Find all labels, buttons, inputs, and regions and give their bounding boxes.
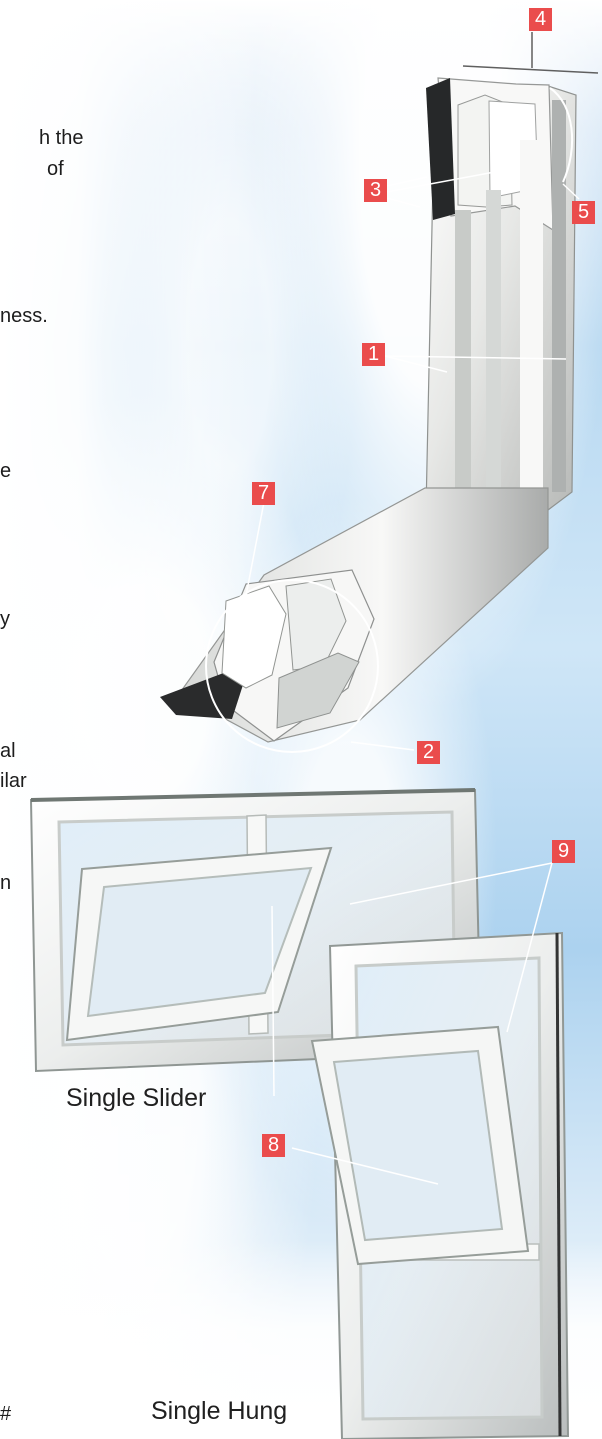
- callout-line-7: [243, 501, 265, 607]
- dimension-line: [462, 65, 599, 74]
- callout-line-9: [349, 862, 553, 905]
- callout-badge-5: 5: [572, 201, 595, 224]
- callout-line-3: [386, 170, 501, 193]
- partial-text-line: of: [47, 158, 64, 180]
- single-slider-caption: Single Slider: [66, 1084, 207, 1112]
- callout-line-8: [291, 1147, 439, 1185]
- callout-badge-9: 9: [552, 840, 575, 863]
- callout-line-9: [506, 862, 553, 1033]
- profile-channel: [486, 190, 501, 531]
- callout-line-2: [350, 741, 415, 751]
- lower-chamber: [276, 652, 360, 729]
- callout-badge-2: 2: [417, 741, 440, 764]
- lower-detail-circle: [205, 579, 379, 753]
- callout-badge-8: 8: [262, 1134, 285, 1157]
- profile-channel: [455, 210, 471, 528]
- single-hung-side-shadow: [555, 932, 562, 1437]
- callout-badge-7: 7: [252, 482, 275, 505]
- callout-badge-1: 1: [362, 343, 385, 366]
- left-white-fade: [0, 0, 260, 1439]
- profile-shadow: [552, 100, 566, 492]
- lower-chamber: [285, 578, 347, 671]
- partial-text-line: #: [0, 1403, 12, 1425]
- partial-text-line: n: [0, 872, 12, 894]
- single-hung-caption: Single Hung: [151, 1397, 288, 1425]
- partial-text-line: y: [0, 608, 10, 630]
- profile-rail: [520, 140, 543, 522]
- callout-line-1: [384, 355, 567, 360]
- single-hung-sash-glass: [332, 1049, 504, 1242]
- callout-line-1: [384, 355, 448, 373]
- single-slider-top-edge: [30, 788, 476, 802]
- partial-text-line: ness.: [0, 305, 48, 327]
- callout-badge-4: 4: [529, 8, 552, 31]
- partial-text-line: ilar: [0, 770, 27, 792]
- top-detail-arc: [549, 87, 574, 183]
- lower-chamber: [221, 585, 287, 689]
- callout-line-3: [386, 176, 428, 187]
- callout-line-5: [562, 183, 580, 200]
- single-slider-sash-glass: [86, 866, 313, 1018]
- partial-text-line: al: [0, 740, 16, 762]
- partial-text-line: e: [0, 460, 12, 482]
- callout-line-3: [386, 197, 421, 208]
- callout-line-8: [271, 905, 275, 1097]
- dark-flange: [426, 78, 455, 220]
- callout-badge-3: 3: [364, 179, 387, 202]
- partial-text-line: h the: [39, 127, 84, 149]
